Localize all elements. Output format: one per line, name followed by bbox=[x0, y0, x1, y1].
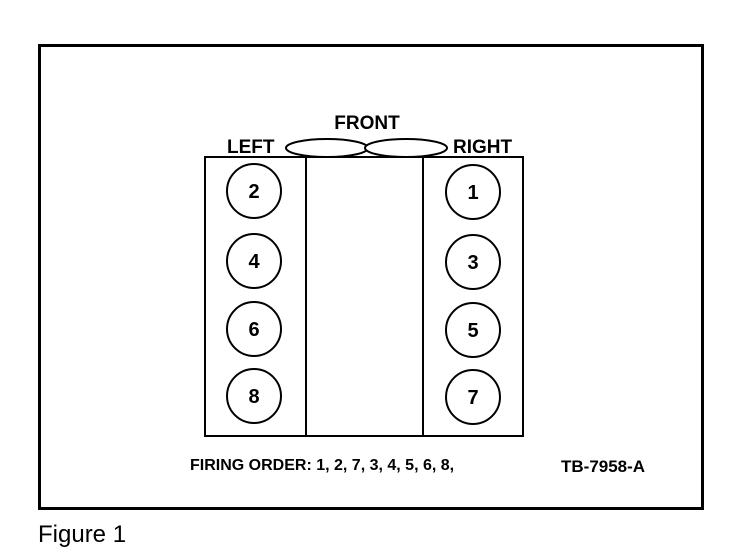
right-bank: 1 3 5 7 bbox=[445, 164, 501, 425]
cylinder-number-right-3: 5 bbox=[467, 320, 478, 342]
front-label: FRONT bbox=[334, 113, 400, 134]
cylinder-circle-right-1 bbox=[445, 164, 501, 220]
left-label: LEFT bbox=[227, 137, 275, 158]
cylinder-circle-left-2 bbox=[226, 233, 282, 289]
right-pulley bbox=[364, 138, 448, 158]
firing-order-text: FIRING ORDER: 1, 2, 7, 3, 4, 5, 6, 8, bbox=[190, 457, 454, 474]
right-label: RIGHT bbox=[453, 137, 513, 158]
cylinder-number-right-1: 1 bbox=[467, 182, 478, 204]
figure-caption: Figure 1 bbox=[38, 521, 127, 548]
left-pulley bbox=[285, 138, 369, 158]
cylinder-number-left-3: 6 bbox=[248, 319, 259, 341]
figure-code: TB-7958-A bbox=[561, 457, 645, 476]
cylinder-circle-left-4 bbox=[226, 368, 282, 424]
cylinder-number-left-1: 2 bbox=[248, 181, 259, 203]
cylinder-circle-left-1 bbox=[226, 163, 282, 219]
cylinder-number-right-2: 3 bbox=[467, 252, 478, 274]
engine-block bbox=[204, 156, 524, 437]
cylinder-circle-left-3 bbox=[226, 301, 282, 357]
cylinder-circle-right-2 bbox=[445, 234, 501, 290]
left-bank: 2 4 6 8 bbox=[226, 163, 282, 424]
cylinder-circle-right-3 bbox=[445, 302, 501, 358]
cylinder-number-left-4: 8 bbox=[248, 386, 259, 408]
cylinder-number-right-4: 7 bbox=[467, 387, 478, 409]
cylinder-number-left-2: 4 bbox=[248, 251, 260, 273]
cylinder-circle-right-4 bbox=[445, 369, 501, 425]
figure-frame bbox=[38, 44, 704, 510]
